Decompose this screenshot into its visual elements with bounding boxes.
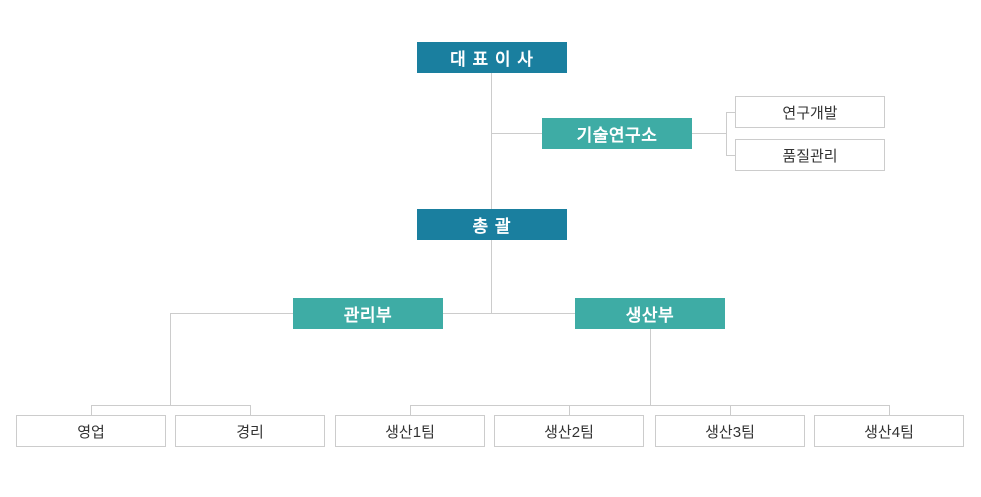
connector-stub-sales [91,405,92,415]
connector-production-children [410,405,890,406]
org-node-production-team2: 생산2팀 [494,415,644,447]
connector-tech-research-branch [726,112,727,156]
org-node-general-manager-label: 총 괄 [472,217,512,236]
org-node-production-team1: 생산1팀 [335,415,485,447]
connector-general-down [491,240,492,314]
org-node-ceo-label: 대 표 이 사 [450,50,534,69]
connector-stub-accounting [250,405,251,415]
org-node-rnd-label: 연구개발 [782,104,838,122]
connector-tech-research-out [692,133,726,134]
org-node-sales: 영업 [16,415,166,447]
connector-to-rnd [726,112,735,113]
org-node-production-dept: 생산부 [575,298,725,329]
org-node-production-team4: 생산4팀 [814,415,964,447]
connector-to-tech-research [491,133,543,134]
org-node-general-manager: 총 괄 [417,209,567,240]
org-node-accounting: 경리 [175,415,325,447]
org-node-tech-research: 기술연구소 [542,118,692,149]
connector-management-production [443,313,575,314]
org-node-management-dept-label: 관리부 [343,306,393,325]
connector-production-down [650,329,651,405]
connector-stub-team1 [410,405,411,415]
org-node-production-team1-label: 생산1팀 [385,423,435,441]
connector-ceo-to-general [491,73,492,209]
org-node-quality-label: 품질관리 [782,147,838,165]
connector-stub-team4 [889,405,890,415]
connector-management-down [170,313,171,405]
org-node-production-team2-label: 생산2팀 [544,423,594,441]
org-node-production-team4-label: 생산4팀 [864,423,914,441]
org-node-management-dept: 관리부 [293,298,443,329]
org-node-production-team3: 생산3팀 [655,415,805,447]
connector-management-left [170,313,293,314]
connector-management-children [91,405,251,406]
org-node-production-team3-label: 생산3팀 [705,423,755,441]
connector-stub-team2 [569,405,570,415]
org-node-tech-research-label: 기술연구소 [576,126,658,145]
org-node-sales-label: 영업 [77,423,105,441]
org-node-ceo: 대 표 이 사 [417,42,567,73]
org-node-accounting-label: 경리 [236,423,264,441]
connector-stub-team3 [730,405,731,415]
org-node-rnd: 연구개발 [735,96,885,128]
connector-to-quality [726,155,735,156]
org-node-production-dept-label: 생산부 [625,306,675,325]
org-node-quality: 품질관리 [735,139,885,171]
